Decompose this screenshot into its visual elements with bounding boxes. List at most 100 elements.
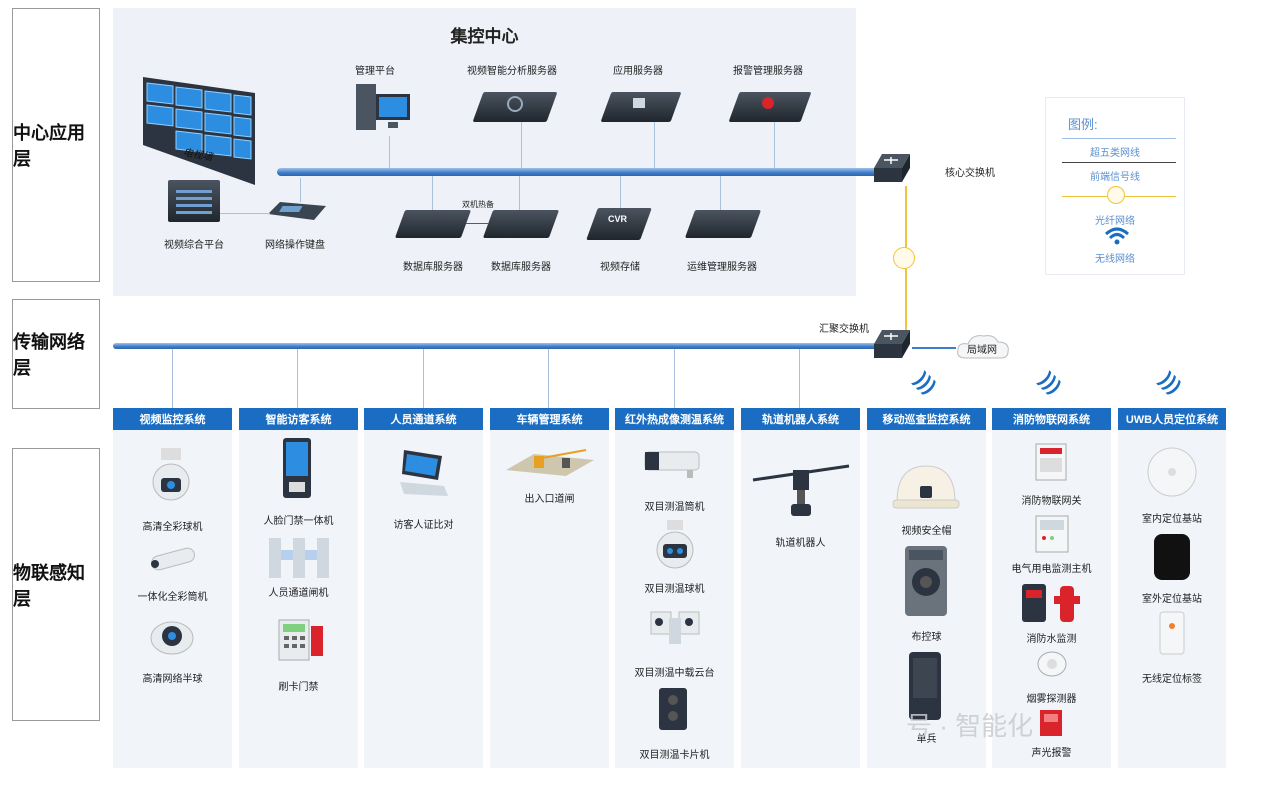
device-label: 室内定位基站: [1142, 514, 1202, 525]
device-label: 声光报警: [1031, 748, 1072, 759]
device-label: 烟雾探测器: [1026, 694, 1077, 705]
device-label: 布控球: [911, 632, 942, 643]
drop-line: [172, 349, 173, 408]
connector-line: [519, 176, 520, 210]
app-icon: [633, 98, 645, 108]
device-label: 人脸门禁一体机: [263, 516, 334, 527]
face-terminal-icon: [281, 438, 313, 500]
device-label: 高清全彩球机: [142, 522, 203, 533]
cvr-text: CVR: [608, 214, 628, 224]
system-column-visitor: 智能访客系统 人脸门禁一体机 人员通道闸机 刷卡门禁: [239, 408, 358, 768]
system-column-passage: 人员通道系统 访客人证比对: [364, 408, 483, 768]
power-monitor-icon: [1034, 514, 1070, 554]
layer-label-network: 传输网络层: [12, 299, 100, 409]
device-label: 消防水监测: [1026, 634, 1077, 645]
keyboard-icon: [266, 200, 328, 222]
agg-switch-label: 汇聚交换机: [819, 324, 869, 335]
hot-standby-label: 双机热备: [462, 200, 494, 209]
system-header: 移动巡查监控系统: [867, 408, 986, 430]
drop-line: [674, 349, 675, 408]
panel-title: 集控中心: [450, 27, 519, 46]
connector-line: [720, 176, 721, 210]
mgmt-platform-label: 管理平台: [355, 66, 395, 77]
device-label: 访客人证比对: [393, 520, 454, 531]
device-label: 消防物联网关: [1021, 496, 1082, 507]
thermal-bullet-icon: [643, 448, 705, 478]
cloud-icon: [954, 332, 1012, 362]
gateway-icon: [1034, 442, 1068, 482]
system-header: 轨道机器人系统: [741, 408, 860, 430]
device-label: 双目测温中载云台: [634, 668, 715, 679]
legend: 图例: 超五类网线 前端信号线 光纤网络 无线网络: [1045, 97, 1185, 275]
helmet-icon: [891, 462, 961, 514]
dome-camera-icon: [149, 612, 195, 656]
video-wall-icon: [143, 75, 255, 187]
alarm-server-label: 报警管理服务器: [733, 66, 803, 77]
device-label: 轨道机器人: [775, 538, 826, 549]
device-label: 刷卡门禁: [278, 682, 319, 693]
device-label: 双目测温筒机: [644, 502, 705, 513]
ops-server-label: 运维管理服务器: [687, 262, 757, 273]
system-column-robot: 轨道机器人系统 轨道机器人: [741, 408, 860, 768]
db-server-1-label: 数据库服务器: [403, 262, 463, 273]
thermal-ptz-icon: [655, 520, 695, 572]
device-label: 双目测温卡片机: [639, 750, 710, 761]
alarm-siren-icon: [1038, 708, 1064, 738]
layer-label-center: 中心应用层: [12, 8, 100, 282]
device-label: 无线定位标签: [1142, 674, 1202, 685]
db-server-icon: [482, 210, 560, 238]
ptz-camera-icon: [151, 448, 191, 506]
video-ai-label: 视频智能分析服务器: [467, 66, 557, 77]
legend-item-signal: 前端信号线: [1090, 172, 1140, 183]
system-header: 视频监控系统: [113, 408, 232, 430]
smoke-detector-icon: [1036, 650, 1068, 680]
surveillance-ball-icon: [901, 544, 951, 618]
wifi-icon: ))): [910, 368, 941, 398]
app-server-label: 应用服务器: [613, 66, 663, 77]
system-header: 车辆管理系统: [490, 408, 609, 430]
device-label: 双目测温球机: [644, 584, 705, 595]
computer-icon: [354, 80, 412, 136]
network-bus-line: [113, 343, 905, 349]
drop-line: [423, 349, 424, 408]
turnstile-icon: [267, 528, 331, 580]
rail-robot-icon: [751, 458, 851, 520]
fiber-node-icon: [1107, 186, 1125, 204]
system-header: 智能访客系统: [239, 408, 358, 430]
hot-standby-link: [466, 223, 488, 224]
agg-switch-icon: [872, 328, 912, 362]
system-header: UWB人员定位系统: [1118, 408, 1226, 430]
legend-item-fiber: 光纤网络: [1095, 216, 1135, 227]
wifi-icon: ))): [1035, 368, 1066, 398]
video-platform-icon: [168, 180, 220, 222]
wireless-tag-icon: [1158, 610, 1186, 656]
id-verifier-icon: [398, 446, 450, 498]
system-header: 红外热成像测温系统: [615, 408, 734, 430]
legend-signal-line: [1062, 162, 1176, 163]
wifi-icon: ))): [1155, 368, 1186, 398]
connector-line: [774, 122, 775, 168]
connector-line: [654, 122, 655, 168]
handheld-icon: [907, 650, 943, 722]
lan-label: 局域网: [967, 345, 997, 356]
thermal-gimbal-icon: [647, 604, 703, 648]
system-column-vehicle: 车辆管理系统 出入口道闸: [490, 408, 609, 768]
system-column-uwb: UWB人员定位系统 室内定位基站 室外定位基站 无线定位标签: [1118, 408, 1226, 768]
device-label: 室外定位基站: [1142, 594, 1202, 605]
system-column-video: 视频监控系统 高清全彩球机 一体化全彩筒机 高清网络半球: [113, 408, 232, 768]
db-server-icon: [394, 210, 472, 238]
center-bus-line: [277, 168, 889, 176]
connector-line: [521, 122, 522, 168]
bullet-camera-icon: [143, 540, 203, 574]
legend-item-cat5: 超五类网线: [1090, 148, 1140, 159]
outdoor-base-station-icon: [1152, 532, 1192, 582]
layer-label-iot: 物联感知层: [12, 448, 100, 721]
device-label: 电气用电监测主机: [1011, 564, 1092, 575]
core-switch-label: 核心交换机: [945, 168, 995, 179]
video-storage-label: 视频存储: [600, 262, 640, 273]
system-column-mobile: 移动巡查监控系统 视频安全帽 布控球 单兵: [867, 408, 986, 768]
connector-line: [300, 178, 301, 202]
barrier-gate-icon: [504, 444, 596, 478]
server-icon: [684, 210, 762, 238]
video-platform-label: 视频综合平台: [164, 240, 224, 251]
